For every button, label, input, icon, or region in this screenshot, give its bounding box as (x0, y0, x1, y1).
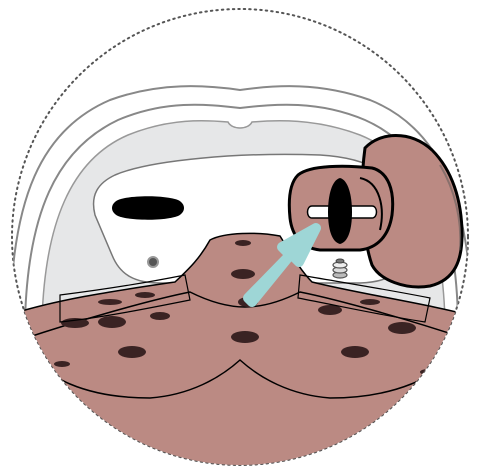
ledge-right (297, 274, 431, 323)
hole (231, 269, 255, 279)
hole (98, 299, 122, 305)
hole (135, 292, 155, 298)
hole (118, 346, 146, 358)
arrow-icon (243, 223, 321, 307)
hole (360, 299, 380, 305)
cover-right-shadow (439, 164, 462, 251)
hole (54, 361, 70, 367)
screw-right-icon (332, 258, 348, 279)
hole (420, 369, 436, 375)
cover-right (360, 134, 464, 289)
hole (150, 312, 170, 320)
hole (318, 305, 342, 315)
ledge-left (59, 274, 191, 323)
hole (98, 316, 126, 328)
screw-left-icon (147, 256, 159, 268)
knob-icon (328, 178, 352, 244)
hole (388, 322, 416, 334)
hole (61, 318, 89, 328)
knob-left-icon (112, 196, 184, 220)
diagram-content (12, 85, 468, 465)
hole (231, 331, 259, 343)
knob-bracket-detail (359, 177, 383, 231)
hole (341, 346, 369, 358)
hole (235, 240, 251, 246)
